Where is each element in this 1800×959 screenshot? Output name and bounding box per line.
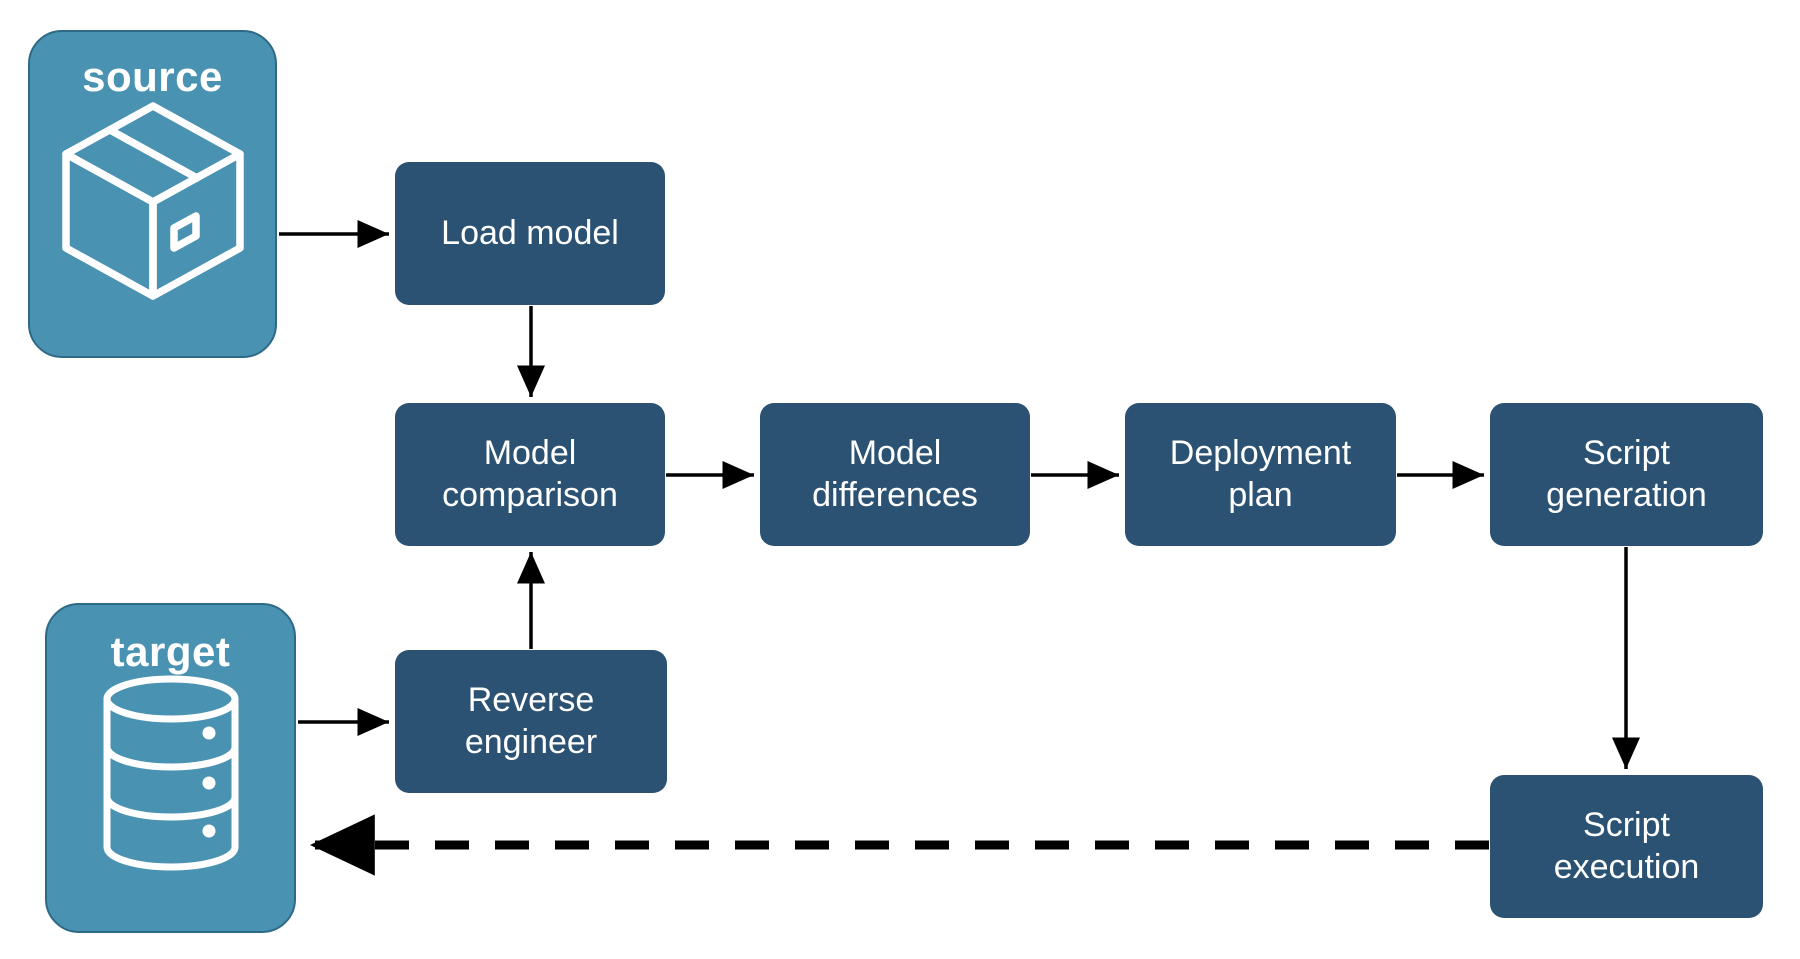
process-box-script-execution[interactable]: Script execution bbox=[1490, 775, 1763, 918]
process-box-reverse-engineer[interactable]: Reverse engineer bbox=[395, 650, 667, 793]
process-box-deployment-plan[interactable]: Deployment plan bbox=[1125, 403, 1396, 546]
process-box-model-comparison[interactable]: Model comparison bbox=[395, 403, 665, 546]
database-cylinder-icon bbox=[91, 673, 251, 878]
endpoint-target[interactable]: target bbox=[45, 603, 296, 933]
package-box-icon bbox=[58, 98, 248, 308]
process-box-script-generation[interactable]: Script generation bbox=[1490, 403, 1763, 546]
process-box-load-model[interactable]: Load model bbox=[395, 162, 665, 305]
endpoint-source-label: source bbox=[82, 53, 223, 100]
endpoint-target-label: target bbox=[110, 628, 231, 675]
process-box-model-differences[interactable]: Model differences bbox=[760, 403, 1030, 546]
endpoint-source[interactable]: source bbox=[28, 30, 277, 358]
